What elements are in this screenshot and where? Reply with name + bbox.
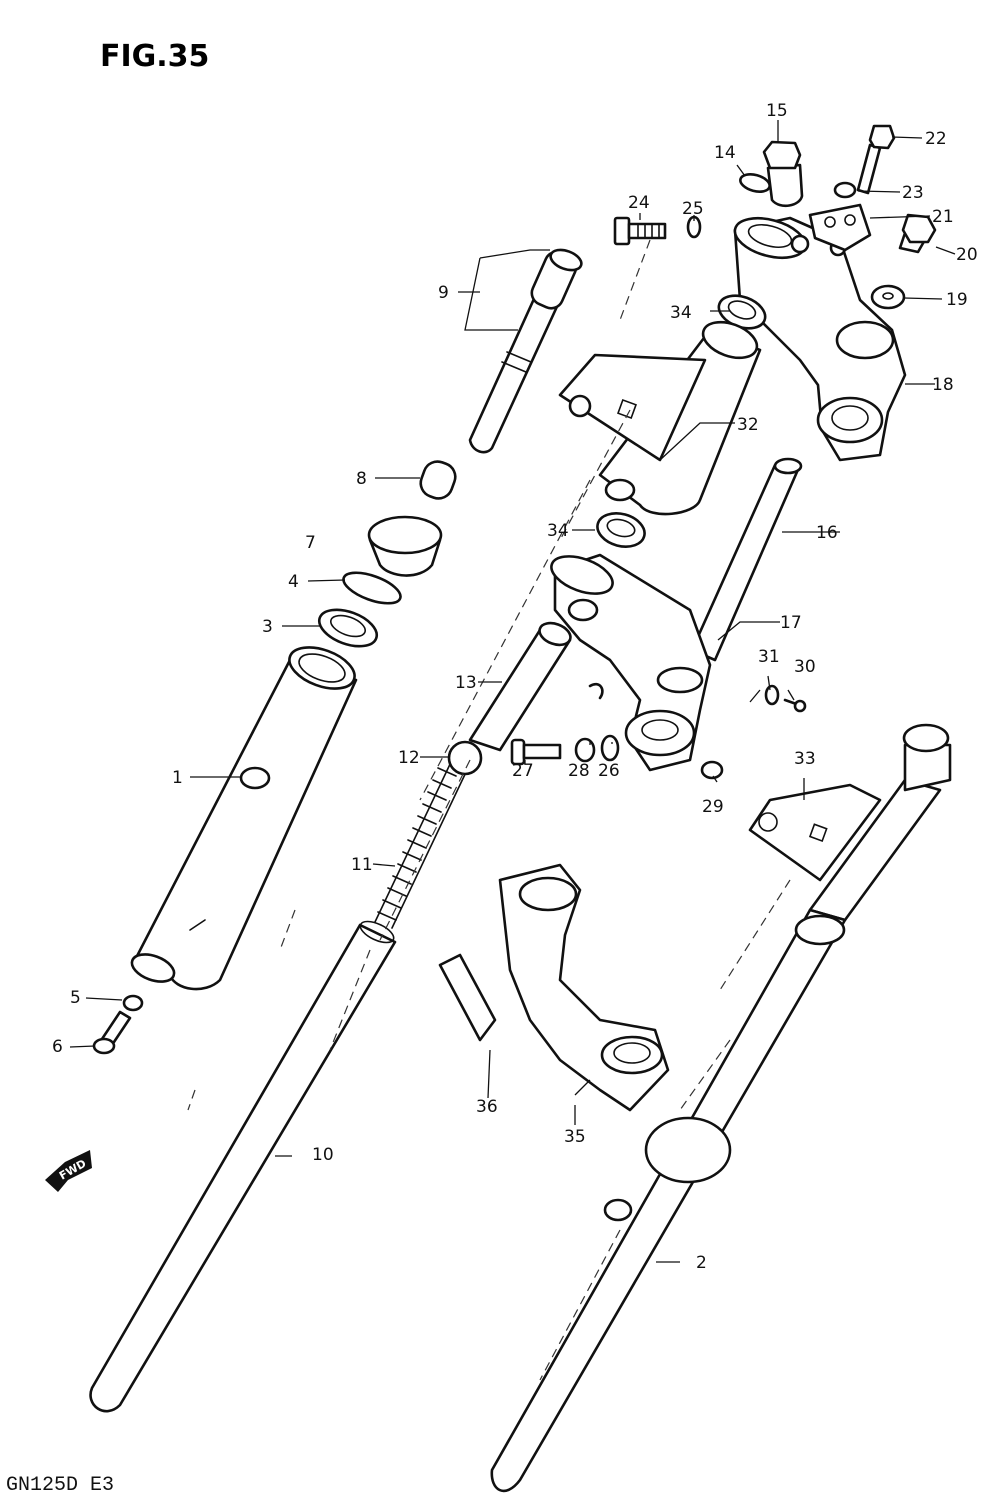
label-18: 18: [932, 375, 954, 395]
washer-23: [833, 181, 857, 199]
label-7: 7: [305, 533, 316, 553]
left-outer-tube: [130, 646, 358, 991]
oil-seal-3: [317, 608, 379, 648]
label-8: 8: [356, 469, 367, 489]
label-35: 35: [564, 1127, 586, 1147]
label-21: 21: [932, 207, 954, 227]
washer-19: [870, 284, 906, 310]
leader-lines: [69, 120, 956, 1263]
label-5: 5: [70, 988, 81, 1008]
label-15: 15: [766, 101, 788, 121]
bracket-32: [558, 320, 762, 516]
model-code: GN125D E3: [6, 1474, 114, 1497]
part-number-labels: 1 2 3 4 5 6 7 8 9 10 11 12 13 14 15 16 1…: [52, 101, 978, 1273]
label-11: 11: [351, 855, 373, 875]
label-33: 33: [794, 749, 816, 769]
bolt-6: [92, 1010, 132, 1055]
steering-stem-16: [690, 457, 803, 662]
screw-30: [783, 698, 807, 713]
label-1: 1: [172, 768, 183, 788]
label-14: 14: [714, 143, 736, 163]
label-12: 12: [398, 748, 420, 768]
label-4: 4: [288, 572, 299, 592]
label-10: 10: [312, 1145, 334, 1165]
label-3: 3: [262, 617, 273, 637]
label-32: 32: [737, 415, 759, 435]
label-34-lower: 34: [547, 521, 569, 541]
label-23: 23: [902, 183, 924, 203]
bearing-34-lower: [596, 478, 646, 548]
spring-11: [374, 759, 469, 929]
inner-tube-10: [89, 920, 397, 1413]
right-outer-tube: [490, 723, 952, 1493]
label-9: 9: [438, 283, 449, 303]
bolt-27: [510, 738, 562, 766]
holder-21: [808, 203, 872, 252]
dust-seal-7: [367, 515, 443, 577]
bolt-24: [613, 216, 667, 246]
washer-28: [574, 737, 596, 763]
piston-ring-12: [447, 740, 483, 776]
nut-29: [700, 760, 724, 780]
label-22: 22: [925, 129, 947, 149]
label-25: 25: [682, 199, 704, 219]
label-20: 20: [956, 245, 978, 265]
label-34-upper: 34: [670, 303, 692, 323]
fwd-arrow-icon: FWD: [45, 1150, 92, 1192]
label-28: 28: [568, 761, 590, 781]
brace-36: [438, 953, 497, 1042]
snap-ring-4: [342, 571, 402, 605]
lower-bracket-17: [550, 553, 712, 772]
figure-title: FIG.35: [100, 39, 209, 74]
label-6: 6: [52, 1037, 63, 1057]
spacer-tube-13: [468, 621, 572, 752]
gasket-5: [122, 994, 144, 1012]
label-27: 27: [512, 761, 534, 781]
label-26: 26: [598, 761, 620, 781]
label-19: 19: [946, 290, 968, 310]
cap-8: [419, 460, 457, 500]
label-2: 2: [696, 1253, 707, 1273]
label-24: 24: [628, 193, 650, 213]
washer-31: [764, 684, 780, 706]
damper-rod-9: [468, 248, 583, 454]
label-30: 30: [794, 657, 816, 677]
label-29: 29: [702, 797, 724, 817]
bracket-33: [748, 783, 882, 882]
label-31: 31: [758, 647, 780, 667]
label-36: 36: [476, 1097, 498, 1117]
bolt-22: [856, 124, 896, 195]
fork-brace-35: [498, 863, 670, 1112]
label-17: 17: [780, 613, 802, 633]
bolt-20: [898, 213, 937, 254]
washer-26: [588, 682, 620, 762]
cap-bolt-15: [762, 140, 804, 208]
label-13: 13: [455, 673, 477, 693]
label-16: 16: [816, 523, 838, 543]
